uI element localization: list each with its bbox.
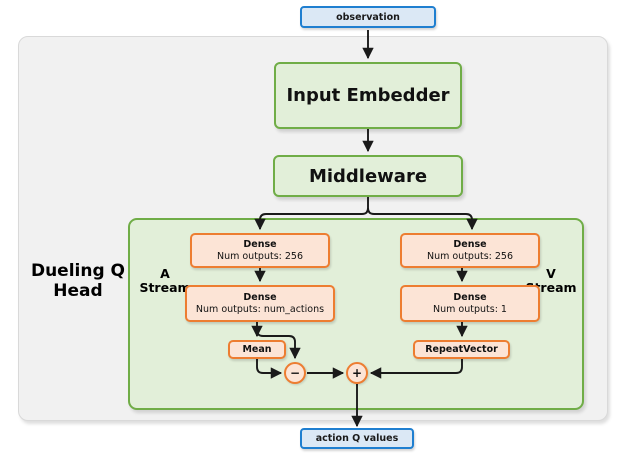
a-stream-dense1-detail: Num outputs: 256 [216,250,304,262]
middleware-node[interactable]: Middleware [273,155,463,197]
repeat-vector-node[interactable]: RepeatVector [413,340,510,359]
a-stream-label: A Stream [136,266,194,296]
a-stream-letter: A [160,266,170,281]
add-operator-icon[interactable]: + [346,362,368,384]
v-stream-letter: V [546,266,556,281]
a-stream-dense2-node[interactable]: Dense Num outputs: num_actions [185,285,335,322]
input-embedder-label: Input Embedder [286,85,450,106]
repeat-vector-label: RepeatVector [425,343,498,355]
v-stream-dense2-title: Dense [453,291,487,303]
add-operator-glyph: + [351,366,363,380]
input-embedder-node[interactable]: Input Embedder [274,62,462,129]
a-stream-dense1-title: Dense [243,238,277,250]
v-stream-dense1-detail: Num outputs: 256 [426,250,514,262]
subtract-operator-glyph: − [289,366,301,380]
dueling-q-head-text: Dueling Q Head [30,261,126,301]
v-stream-dense1-title: Dense [453,238,487,250]
observation-label: observation [336,11,400,23]
a-stream-dense2-detail: Num outputs: num_actions [195,303,325,315]
v-stream-dense2-node[interactable]: Dense Num outputs: 1 [400,285,540,322]
action-q-values-node[interactable]: action Q values [300,428,414,449]
subtract-operator-icon[interactable]: − [284,362,306,384]
action-q-values-label: action Q values [315,433,399,444]
mean-label: Mean [242,343,272,355]
middleware-label: Middleware [308,165,428,187]
dueling-q-head-label: Dueling Q Head [30,261,126,301]
mean-node[interactable]: Mean [228,340,286,359]
v-stream-dense1-node[interactable]: Dense Num outputs: 256 [400,233,540,268]
a-stream-dense1-node[interactable]: Dense Num outputs: 256 [190,233,330,268]
a-stream-word: Stream [139,280,191,296]
a-stream-dense2-title: Dense [243,291,277,303]
observation-node[interactable]: observation [300,6,436,28]
v-stream-dense2-detail: Num outputs: 1 [433,303,507,315]
